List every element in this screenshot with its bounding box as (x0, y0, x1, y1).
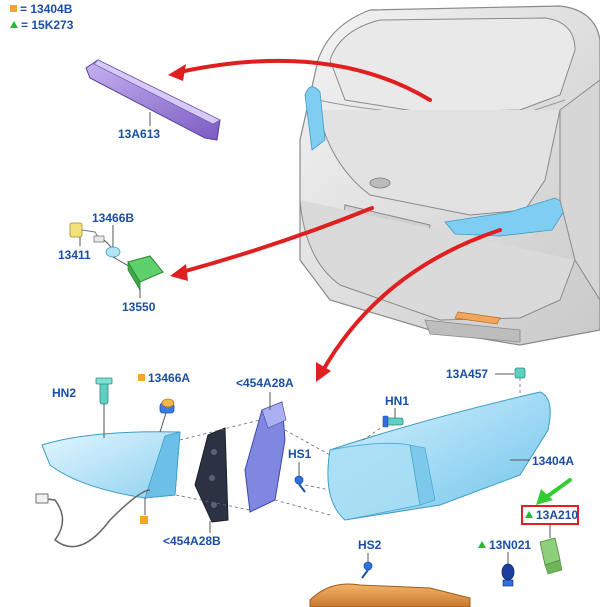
bulb-socket-13466a (159, 398, 175, 414)
label-13a457: 13A457 (446, 367, 489, 381)
license-lamp-assembly (69, 222, 164, 292)
label-13n021-text: 13N021 (489, 538, 532, 552)
highlight-arrow (536, 478, 572, 505)
assembly-guide-lines (175, 419, 331, 516)
leader-13466a (159, 412, 167, 433)
label-hs2: HS2 (358, 538, 382, 552)
legend-square: = 13404B (10, 2, 72, 16)
label-13a210: 13A210 (525, 508, 578, 522)
bulb-13n021 (501, 563, 515, 587)
label-13404a: 13404A (532, 454, 575, 468)
label-hn1: HN1 (385, 394, 410, 408)
label-hs1: HS1 (288, 447, 312, 461)
vehicle-rear (299, 5, 600, 346)
triangle-marker-icon (478, 541, 486, 548)
square-marker-icon (10, 5, 17, 12)
label-13411: 13411 (58, 248, 91, 262)
outer-tail-lamp (327, 391, 551, 521)
legend-square-label: = 13404B (20, 2, 73, 16)
hn2-screw (95, 377, 113, 405)
high-mount-stop-lamp (85, 59, 221, 141)
label-454a28a: <454A28A (236, 376, 294, 390)
highlight-box-13a210 (521, 505, 579, 525)
label-13466b: 13466B (92, 211, 135, 225)
legend-triangle: = 15K273 (10, 18, 73, 32)
hs2-screw (361, 561, 373, 579)
label-454a28b: <454A28B (163, 534, 221, 548)
clip-13a457 (514, 367, 526, 396)
gasket-454a28a (244, 401, 287, 513)
label-13466a-text: 13466A (148, 371, 191, 385)
label-13a613: 13A613 (118, 127, 161, 141)
leader-hn1-guide (359, 424, 386, 443)
label-hn2: HN2 (52, 386, 77, 400)
hn1-screw (382, 415, 404, 428)
socket-13a210 (539, 537, 563, 575)
bumper-bracket (309, 583, 471, 607)
hs1-screw (294, 475, 306, 493)
callout-arrows (178, 58, 502, 374)
inner-tail-lamp (35, 431, 181, 548)
square-marker-13404b (140, 516, 148, 524)
triangle-marker-icon (10, 21, 18, 28)
legend-triangle-label: = 15K273 (21, 18, 74, 32)
label-13a210-text: 13A210 (536, 508, 579, 522)
triangle-marker-icon (525, 511, 533, 518)
label-13n021: 13N021 (478, 538, 531, 552)
label-13550: 13550 (122, 300, 156, 314)
callout-arrowheads (168, 64, 331, 382)
label-13466a: 13466A (138, 371, 190, 385)
square-marker-icon (138, 374, 145, 381)
gasket-454a28b (194, 427, 229, 523)
